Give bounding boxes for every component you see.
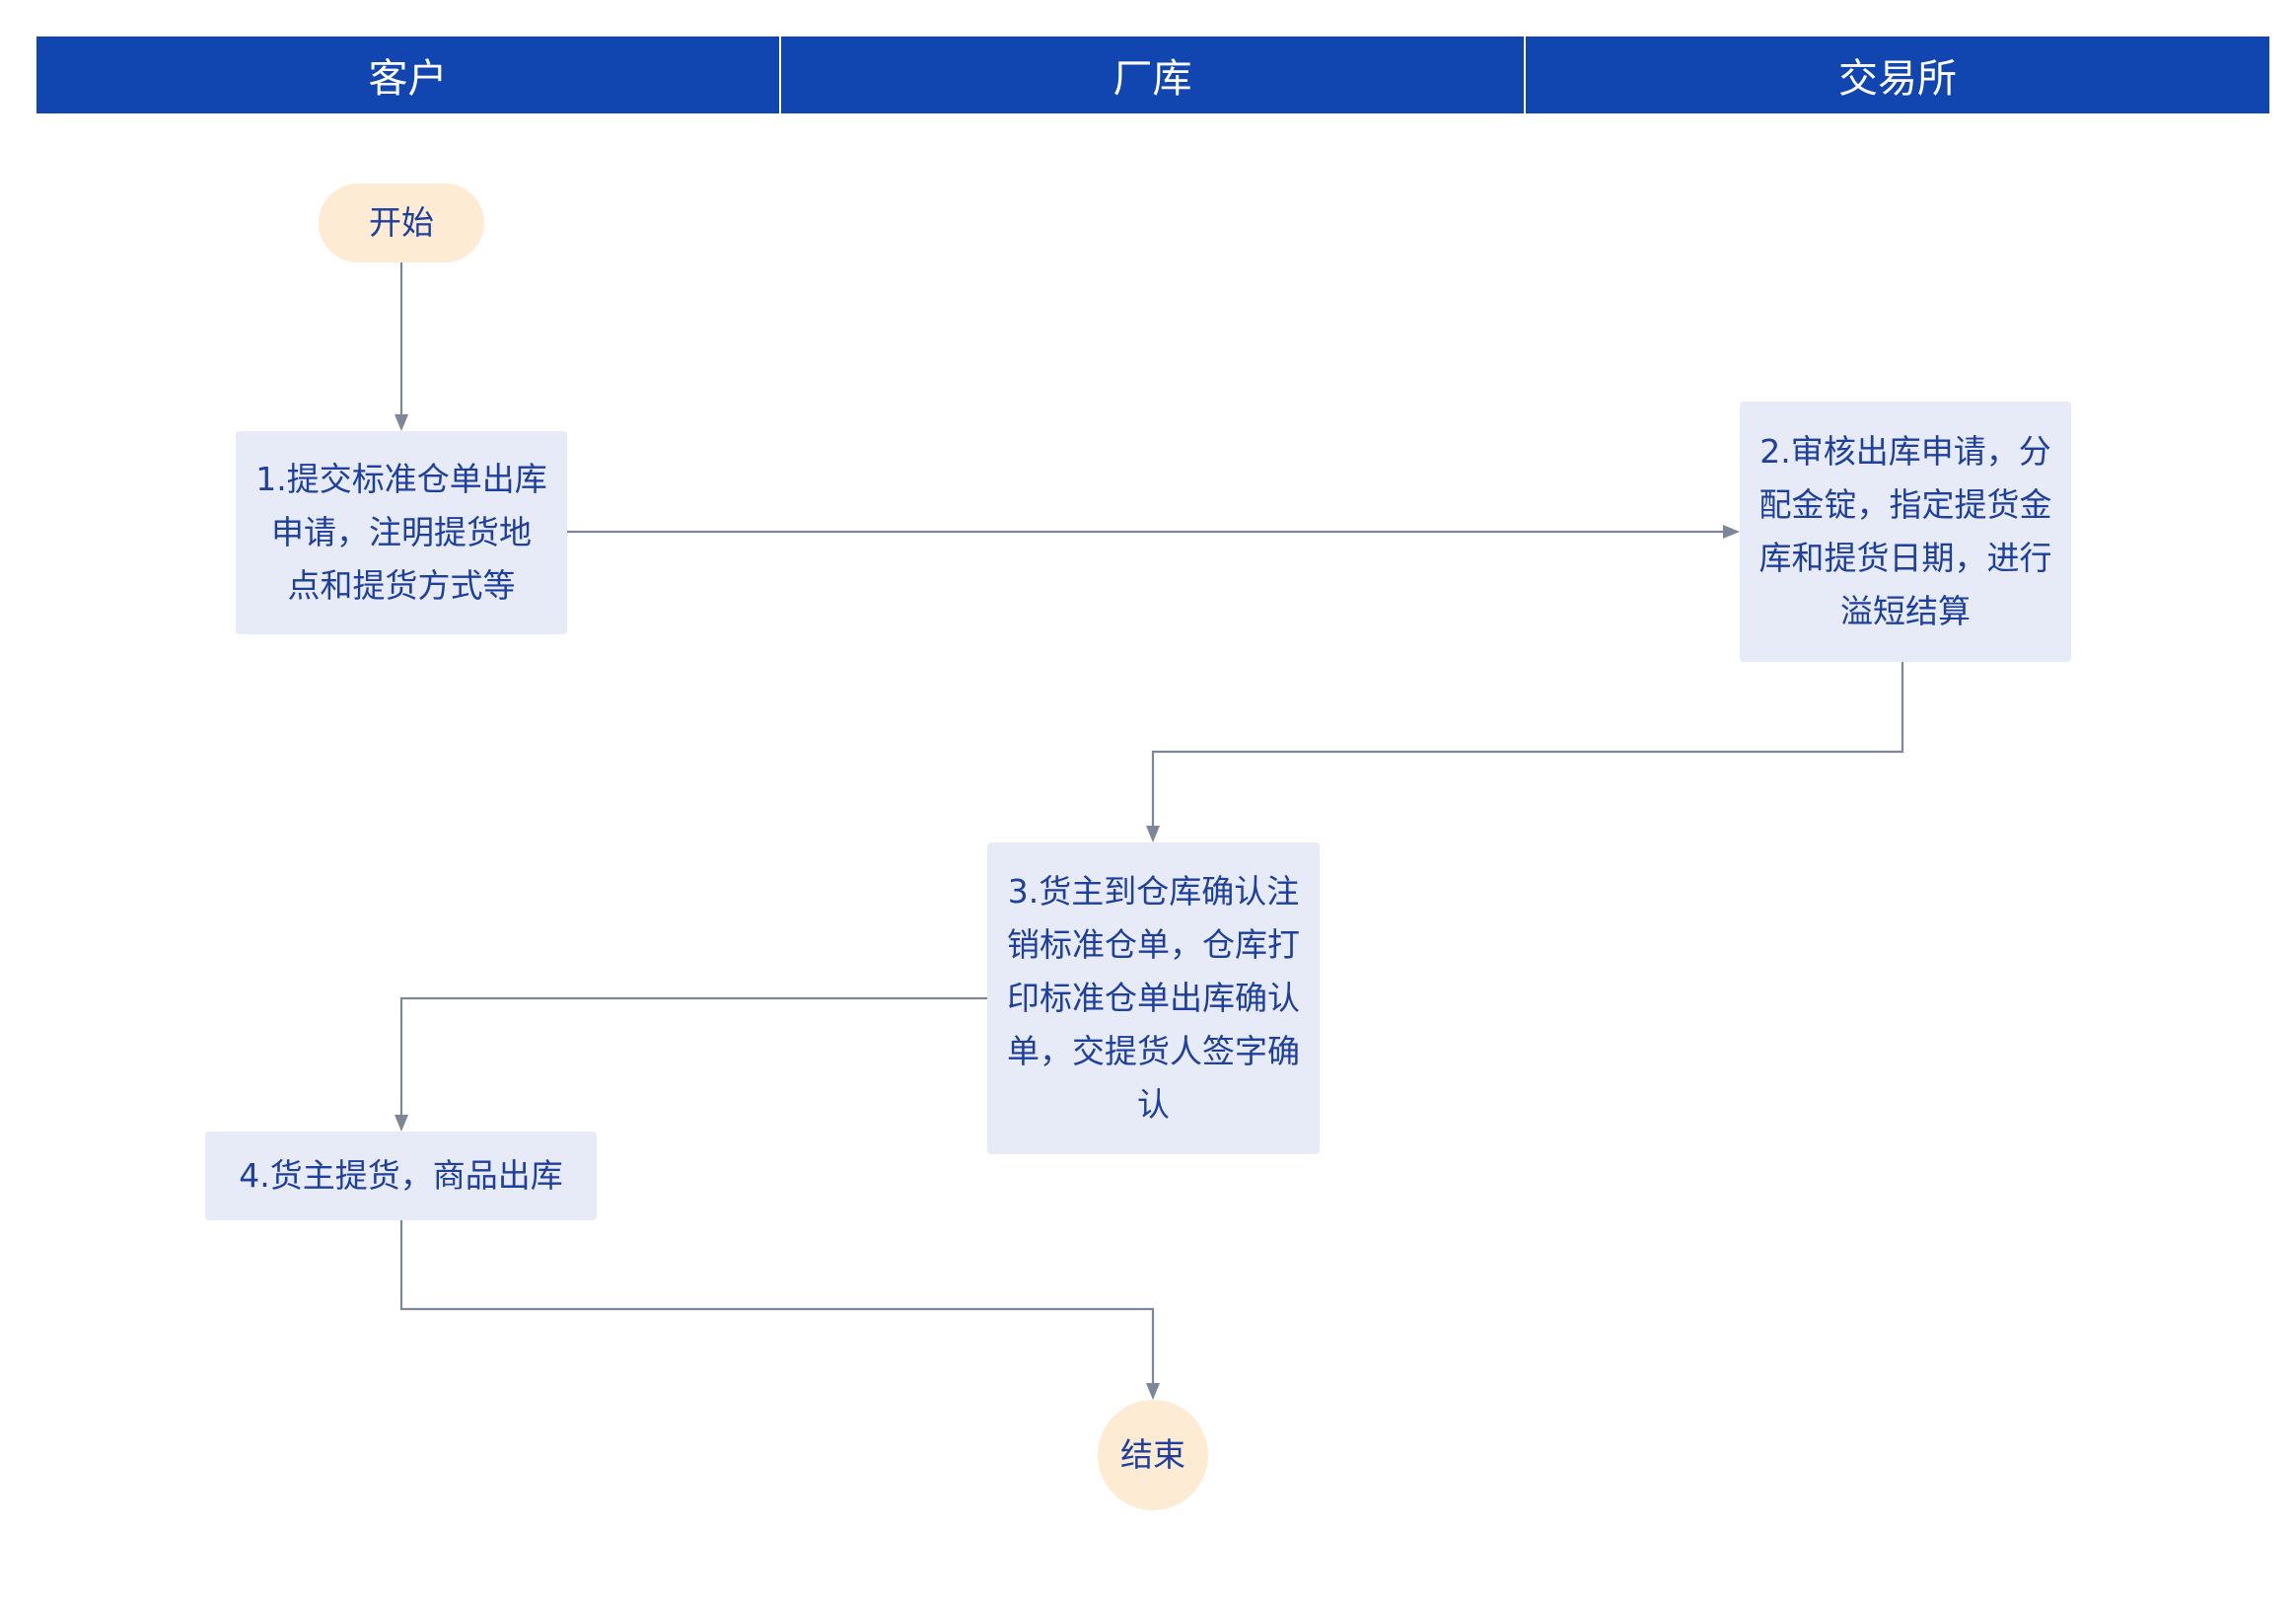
end-label: 结束 bbox=[1120, 1435, 1185, 1474]
connector-start-to-step1 bbox=[395, 262, 408, 431]
step4-pickup-node: 4.货主提货，商品出库 bbox=[205, 1132, 597, 1220]
lane-header-factory-warehouse: 厂库 bbox=[781, 37, 1524, 113]
step2-review-request-node: 2.审核出库申请，分配金锭，指定提货金库和提货日期，进行溢短结算 bbox=[1740, 402, 2071, 662]
lane-label: 厂库 bbox=[1112, 56, 1192, 102]
step2-label: 2.审核出库申请，分配金锭，指定提货金库和提货日期，进行溢短结算 bbox=[1758, 432, 2052, 630]
lane-header-customer: 客户 bbox=[36, 37, 779, 113]
lane-label: 交易所 bbox=[1838, 56, 1957, 102]
connector-step4-to-end bbox=[399, 1220, 1160, 1400]
step1-submit-request-node: 1.提交标准仓单出库申请，注明提货地点和提货方式等 bbox=[236, 431, 567, 634]
lane-label: 客户 bbox=[368, 56, 448, 102]
start-node: 开始 bbox=[319, 183, 484, 262]
connector-step1-to-step2 bbox=[567, 525, 1740, 539]
step3-confirm-cancel-node: 3.货主到仓库确认注销标准仓单，仓库打印标准仓单出库确认单，交提货人签字确认 bbox=[987, 842, 1320, 1154]
end-node: 结束 bbox=[1098, 1400, 1208, 1510]
step1-label: 1.提交标准仓单出库申请，注明提货地点和提货方式等 bbox=[255, 460, 547, 605]
lane-header-exchange: 交易所 bbox=[1526, 37, 2269, 113]
step3-label: 3.货主到仓库确认注销标准仓单，仓库打印标准仓单出库确认单，交提货人签字确认 bbox=[1007, 872, 1300, 1124]
connector-step2-to-step3 bbox=[1146, 662, 1904, 842]
connector-step3-to-step4 bbox=[395, 996, 987, 1132]
start-label: 开始 bbox=[369, 203, 434, 242]
step4-label: 4.货主提货，商品出库 bbox=[239, 1156, 563, 1195]
